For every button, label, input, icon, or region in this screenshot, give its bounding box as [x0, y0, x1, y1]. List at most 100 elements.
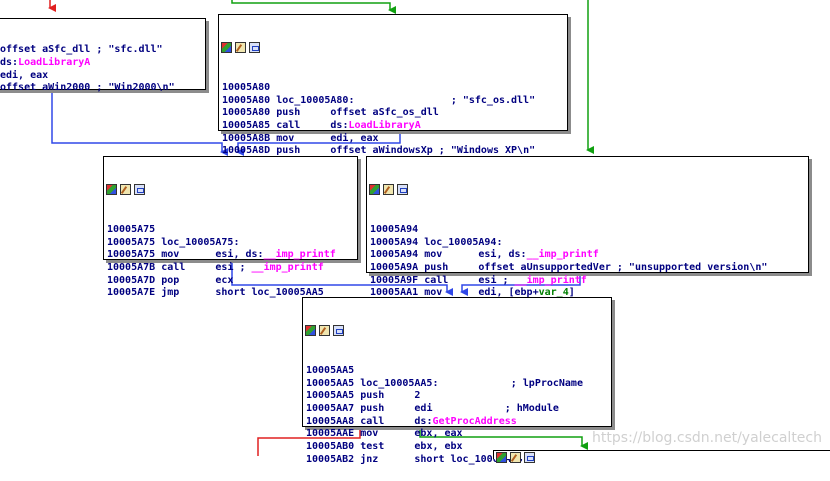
address-text: 10005A85	[222, 119, 271, 131]
mnemonic-text: pop	[161, 274, 180, 286]
edit-icon[interactable]	[383, 184, 394, 196]
comment-text: ; "unsupported version\n"	[610, 261, 768, 273]
node-titlebar	[367, 182, 808, 198]
operand-text: esi ;	[215, 261, 252, 273]
edge-top-green	[231, 0, 396, 14]
code-line[interactable]: 10005AB0 test ebx, ebx	[306, 441, 608, 454]
address-text: 10005A75	[107, 236, 156, 248]
mnemonic-text: mov	[276, 132, 295, 144]
code-line[interactable]: 10005A8B mov edi, eax	[222, 133, 564, 146]
mnemonic-text: mov	[161, 249, 180, 261]
watermark: https://blog.csdn.net/yalecaltech	[592, 430, 822, 446]
edit-icon[interactable]	[235, 42, 246, 54]
code-line[interactable]: 10005A94 loc_10005A94:	[370, 237, 805, 250]
code-line[interactable]: 10005A7E jmp short loc_10005AA5	[107, 287, 354, 300]
edit-icon[interactable]	[510, 452, 521, 463]
mnemonic-text: jmp	[161, 287, 180, 299]
code-line[interactable]: 10005AAE mov ebx, eax	[306, 428, 608, 441]
code-line[interactable]: 10005A7D pop ecx	[107, 275, 354, 288]
operand-text: edi, [ebp+	[478, 287, 539, 299]
code-line[interactable]: edi, eax	[0, 70, 202, 83]
code-line[interactable]: 10005A80	[222, 82, 564, 95]
operand-text: ebx, eax	[414, 428, 463, 440]
mnemonic-text: call	[424, 274, 449, 286]
address-text: 10005AA5	[306, 390, 355, 402]
operand-text: offset aWindowsXp	[330, 145, 433, 157]
color-icon[interactable]	[106, 184, 117, 196]
address-text: 10005AA7	[306, 402, 355, 414]
import-name: __imp_printf	[526, 249, 599, 261]
mnemonic-text: test	[360, 440, 385, 452]
edit-icon[interactable]	[319, 325, 330, 337]
comment-text: ; hModule	[432, 402, 559, 414]
edit-icon[interactable]	[120, 184, 131, 196]
operand-text: esi ;	[478, 274, 515, 286]
code-line[interactable]: 10005A9A push offset aUnsupportedVer ; "…	[370, 262, 805, 275]
color-icon[interactable]	[369, 184, 380, 196]
code-line[interactable]: 10005A7B call esi ; __imp_printf	[107, 262, 354, 275]
color-icon[interactable]	[305, 325, 316, 337]
address-text: 10005AB0	[306, 440, 355, 452]
code-line[interactable]: 10005A80 loc_10005A80: ; "sfc_os.dll"	[222, 95, 564, 108]
operand-text: ebx, ebx	[414, 440, 463, 452]
graph-icon[interactable]	[524, 452, 535, 463]
address-text: 10005A75	[107, 249, 156, 261]
code-line[interactable]: 10005A85 call ds:LoadLibraryA	[222, 120, 564, 133]
code-line[interactable]: 10005AA5 loc_10005AA5: ; lpProcName	[306, 378, 608, 391]
code-line[interactable]: 10005AA8 call ds:GetProcAddress	[306, 416, 608, 429]
operand-text: ecx	[215, 274, 234, 286]
graph-icon[interactable]	[333, 325, 344, 337]
color-icon[interactable]	[496, 452, 507, 463]
import-name: LoadLibraryA	[18, 57, 91, 69]
graph-icon[interactable]	[134, 184, 145, 196]
address-text: 10005A75	[107, 223, 156, 235]
comment-text: ; "sfc.dll"	[90, 44, 163, 56]
code-line[interactable]: 10005A94 mov esi, ds:__imp_printf	[370, 249, 805, 262]
code-line[interactable]: 10005A9F call esi ; __imp_printf	[370, 275, 805, 288]
mnemonic-text: push	[276, 145, 301, 157]
code-line[interactable]: 10005A80 push offset aSfc_os_dll	[222, 107, 564, 120]
code-line[interactable]: 10005A8D push offset aWindowsXp ; "Windo…	[222, 145, 564, 158]
code-line[interactable]: offset aWin2000 ; "Win2000\n"	[0, 82, 202, 95]
address-text: 10005AA1	[370, 287, 419, 299]
graph-icon[interactable]	[397, 184, 408, 196]
operand-text: ds:	[0, 57, 19, 69]
node-titlebar	[104, 182, 357, 198]
address-text: 10005A9F	[370, 274, 419, 286]
label-text: loc_10005A75:	[161, 236, 240, 248]
code-line[interactable]: 10005AA1 mov edi, [ebp+var_4]	[370, 287, 805, 300]
code-line[interactable]: 10005AA7 push edi ; hModule	[306, 403, 608, 416]
color-icon[interactable]	[221, 42, 232, 54]
node-partial-bottom[interactable]	[493, 450, 830, 463]
flow-edges	[48, 0, 594, 456]
mnemonic-text: mov	[424, 287, 443, 299]
code-line[interactable]: 10005AA5	[306, 365, 608, 378]
address-text: 10005A80	[222, 81, 271, 93]
node-left-partial[interactable]: offset aSfc_dll ; "sfc.dll"ds:LoadLibrar…	[0, 18, 206, 93]
code-line[interactable]: 10005AA5 push 2	[306, 390, 608, 403]
node-10005A94[interactable]: 10005A94 10005A94 loc_10005A94:10005A94 m…	[366, 156, 809, 311]
mnemonic-text: call	[161, 261, 186, 273]
code-line[interactable]: ds:LoadLibraryA	[0, 57, 202, 70]
address-text: 10005A7B	[107, 261, 156, 273]
address-text: 10005AA5	[306, 364, 355, 376]
label-text: loc_10005AA5:	[360, 377, 439, 389]
operand-text: edi, eax	[330, 132, 379, 144]
code-line[interactable]: 10005A75	[107, 224, 354, 237]
code-line[interactable]: 10005A75 loc_10005A75:	[107, 237, 354, 250]
code-line[interactable]: 10005A75 mov esi, ds:__imp_printf	[107, 249, 354, 262]
operand-text: esi, ds:	[478, 249, 527, 261]
address-text: 10005A80	[222, 94, 271, 106]
address-text: 10005AB2	[306, 453, 355, 465]
operand-text: offset aSfc_dll	[0, 44, 91, 56]
label-text: loc_10005A80:	[276, 94, 355, 106]
address-text: 10005A94	[370, 223, 419, 235]
code-line[interactable]: 10005A94	[370, 224, 805, 237]
code-line[interactable]: offset aSfc_dll ; "sfc.dll"	[0, 44, 202, 57]
address-text: 10005A7E	[107, 287, 156, 299]
graph-icon[interactable]	[249, 42, 260, 54]
address-text: 10005A9A	[370, 261, 419, 273]
